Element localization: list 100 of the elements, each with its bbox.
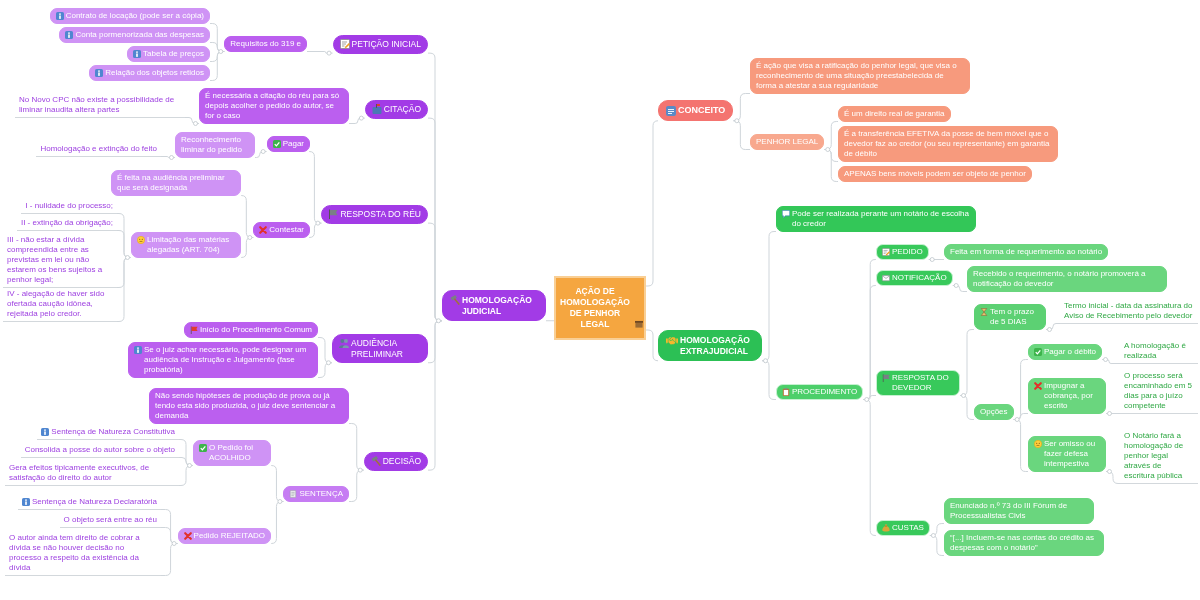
topic-label: O Pedido foi ACOLHIDO <box>209 443 255 463</box>
subtopic-pill <box>750 134 825 150</box>
underlined-note <box>18 496 161 510</box>
note-text: O objeto será entre ao réu <box>63 515 157 525</box>
topic-label: Limitação das matérias alegadas (ART. 704) <box>147 235 231 255</box>
underlined-note <box>1120 340 1198 364</box>
topic-pill <box>332 334 428 364</box>
topic-label: PETIÇÃO INICIAL <box>351 39 421 50</box>
note-card <box>193 440 271 466</box>
topic-label: Pagar <box>282 139 304 149</box>
topic-label: Tem o prazo de 5 DIAS <box>990 307 1036 327</box>
topic-label: Impugnar a cobrança, por escrito <box>1044 381 1094 411</box>
topic-label: PENHOR LEGAL <box>756 137 819 147</box>
note-text: Termo inicial - data da assinatura do Aviso de Recebimento pelo devedor <box>1064 301 1194 321</box>
subtopic-pill <box>776 384 864 400</box>
topic-label: Pedido REJEITADO <box>193 531 265 541</box>
main-topic-pill <box>442 290 546 322</box>
subtopic-pill <box>59 27 210 43</box>
main-topic-pill <box>658 330 762 362</box>
subtopic-pill <box>266 136 310 152</box>
topic-label: AUDIÊNCIA PRELIMINAR <box>351 338 404 360</box>
note-text: Homologação e extinção do feito <box>40 144 157 154</box>
note-card <box>1028 436 1106 472</box>
topic-label: Ser omisso ou fazer defesa intempestiva <box>1044 439 1097 469</box>
underlined-note <box>36 143 161 157</box>
branch-connector <box>929 535 945 556</box>
branch-connector <box>732 120 751 150</box>
topic-label: PEDIDO <box>892 247 923 257</box>
branch-connector <box>952 285 968 292</box>
branch-connector <box>160 543 179 576</box>
note-text: III - não estar a dívida compreendida entre as previstas em lei ou não estarem os bens sujeitos a penhor legal; <box>7 235 104 285</box>
underlined-note <box>5 462 179 486</box>
topic-label: Pagar o débito <box>1044 347 1097 357</box>
branch-connector <box>308 222 322 238</box>
underlined-note <box>21 200 117 214</box>
note-text: O processo será encaminhado em 5 dias para o juízo competente <box>1124 371 1194 411</box>
topic-label: HOMOLOGAÇÃO EXTRAJUDICIAL <box>680 335 751 357</box>
topic-label: É a transferência EFETIVA da posse de bem móvel que o devedor faz ao credor (ou seu representante) em garantia de débito <box>844 129 1051 159</box>
topic-label: Opções <box>980 407 1008 417</box>
note-card <box>111 170 241 196</box>
subtopic-pill <box>89 65 210 81</box>
topic-label: CUSTAS <box>892 523 924 533</box>
subtopic-pill <box>876 244 929 260</box>
subtopic-pill <box>876 520 930 536</box>
topic-label: “[...] Incluem-se nas contas do crédito as despesas com o notário” <box>950 533 1096 553</box>
subtopic-pill <box>838 106 951 122</box>
note-card <box>776 206 976 232</box>
note-card <box>750 58 970 94</box>
note-text: I - nulidade do processo; <box>25 201 113 211</box>
topic-label: Conta pormenorizada das despesas <box>75 30 204 40</box>
subtopic-pill <box>183 322 318 338</box>
note-card <box>128 342 318 378</box>
topic-label: PROCEDIMENTO <box>792 387 858 397</box>
note-card <box>944 530 1104 556</box>
branch-connector <box>761 360 777 400</box>
note-card <box>175 132 255 158</box>
branch-connector <box>823 149 839 182</box>
note-card <box>944 498 1094 524</box>
topic-label: É feita na audiência preliminar que será designada <box>117 173 226 193</box>
topic-label: RESPOSTA DO RÉU <box>340 209 421 220</box>
underlined-note <box>16 217 117 231</box>
topic-label: É ação que visa a ratificação do penhor legal, que visa o reconhecimento de uma situação preestabelecida de forma a atestar a sua regularidade <box>756 61 958 91</box>
note-card <box>149 388 349 424</box>
topic-label: DECISÃO <box>382 456 421 467</box>
topic-label: SENTENÇA <box>299 489 343 499</box>
topic-label: APENAS bens móveis podem ser objeto de penhor <box>844 169 1026 179</box>
topic-label: Contrato de locação (pode ser a cópia) <box>65 11 204 21</box>
note-text: II - extinção da obrigação; <box>20 218 113 228</box>
topic-label: Tabela de preços <box>143 49 204 59</box>
branch-connector <box>240 237 254 258</box>
central-topic-label: AÇÃO DE HOMOLOGAÇÃO DE PENHOR LEGAL <box>559 285 631 331</box>
topic-label: Requisitos do 319 e <box>230 39 301 49</box>
subtopic-pill <box>876 270 953 286</box>
note-card <box>967 266 1167 292</box>
underlined-note <box>37 426 179 440</box>
underlined-note <box>5 532 161 576</box>
topic-label: Relação dos objetos retidos <box>105 68 204 78</box>
note-card <box>131 232 241 258</box>
topic-pill <box>363 452 428 471</box>
topic-label: É necessária a citação do réu para só depois acolher o pedido do autor, se for o caso <box>205 91 341 121</box>
topic-label: RESPOSTA DO DEVEDOR <box>892 373 950 393</box>
topic-label: Feita em forma de requerimento ao notário <box>950 247 1103 257</box>
central-topic-box <box>554 276 646 340</box>
branch-connector <box>645 329 659 362</box>
note-text: O autor ainda tem direito de cobrar a dívida se não houver decisão no processo a respeito da existência da dívida <box>9 533 141 573</box>
note-text: Sentença de Natureza Constitutiva <box>51 427 175 437</box>
underlined-note <box>59 514 161 528</box>
note-text: No Novo CPC não existe a possibilidade de liminar inaudita altera partes <box>19 95 176 115</box>
topic-label: Não sendo hipóteses de produção de prova ou já tendo esta sido produzida, o juiz deve sentenciar a demanda <box>155 391 337 421</box>
underlined-note <box>3 234 117 288</box>
note-card <box>974 304 1046 330</box>
note-text: Gera efeitos tipicamente executivos, de satisfação do direito do autor <box>9 463 151 483</box>
topic-label: Pode ser realizada perante um notário de escolha do credor <box>792 209 970 229</box>
topic-label: Início do Procedimento Comum <box>199 325 312 335</box>
subtopic-pill <box>283 486 349 502</box>
note-text: IV - alegação de haver sido ofertada caução idônea, rejeitada pelo credor. <box>7 289 106 319</box>
subtopic-pill <box>253 222 310 238</box>
topic-pill <box>321 205 428 224</box>
subtopic-pill <box>1028 344 1103 360</box>
note-text: A homologação é realizada <box>1124 341 1187 361</box>
